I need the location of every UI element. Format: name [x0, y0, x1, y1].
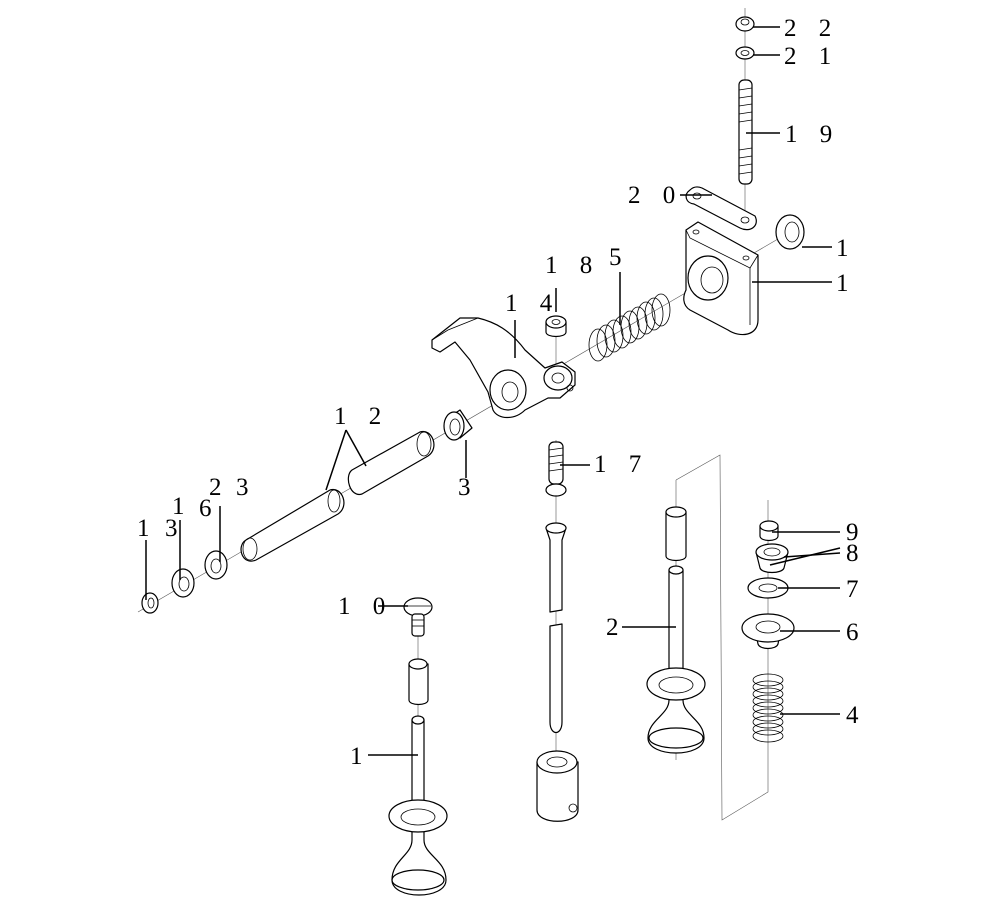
exhaust-valve-part [646, 565, 706, 754]
valve-cap-right-part [665, 506, 687, 562]
valve-screw-part [403, 597, 433, 637]
valve-spring-part [752, 673, 784, 743]
callout-7: 7 [846, 576, 867, 603]
spring-seat-part [741, 613, 795, 650]
callout-1-valve: 1 [350, 743, 371, 770]
callout-3-bushing: 3 [458, 474, 479, 501]
callout-17: 1 7 [594, 451, 649, 478]
washer-large-part [204, 550, 228, 580]
intake-valve-part [388, 715, 448, 896]
callout-5: 5 [609, 244, 630, 271]
rocker-bracket-part [683, 221, 759, 336]
circlip-part [141, 592, 159, 614]
callout-12: 1 2 [334, 403, 389, 430]
callout-labels: 2 2 2 1 1 9 2 0 1 1 1 8 5 1 4 1 2 3 1 7 … [137, 15, 867, 770]
callout-2-valve: 2 [606, 614, 627, 641]
callout-8: 8 [846, 540, 867, 567]
rocker-shaft-part [240, 488, 345, 562]
rocker-shaft-rear-part [347, 430, 435, 495]
callout-21: 2 1 [784, 43, 839, 70]
washer-part [735, 46, 755, 60]
leader-lines [145, 26, 841, 756]
valve-cap-left-part [408, 658, 429, 706]
callout-22: 2 2 [784, 15, 839, 42]
rocker-arm-part [431, 317, 576, 419]
callout-4: 4 [846, 702, 867, 729]
callout-1-ring: 1 [836, 235, 857, 262]
callout-9: 9 [846, 519, 867, 546]
callout-10: 1 0 [338, 593, 393, 620]
rocker-spring-part [588, 293, 671, 362]
callout-13-a: 1 [137, 515, 158, 542]
callout-16-a: 1 [172, 493, 193, 520]
callout-19: 1 9 [785, 121, 840, 148]
callout-23-a: 2 [209, 474, 230, 501]
tappet-part [536, 750, 579, 822]
callout-6: 6 [846, 619, 867, 646]
plate-part [685, 186, 757, 231]
bushing-part [443, 409, 473, 441]
bushing-ring-part [775, 214, 805, 250]
nut-part [735, 16, 755, 32]
spring-washer-part [171, 568, 195, 598]
nut-small-part [545, 315, 567, 338]
callout-14: 1 4 [505, 290, 560, 317]
collet-part [755, 543, 789, 574]
callout-1-bracket: 1 [836, 270, 857, 297]
adjusting-screw-part [545, 441, 567, 497]
callout-20: 2 0 [628, 182, 683, 209]
stud-part [738, 79, 753, 185]
callout-23-b: 3 [236, 474, 257, 501]
callout-18: 1 8 [545, 252, 600, 279]
callout-13-b: 3 [165, 515, 186, 542]
cap-part [759, 520, 779, 542]
push-rod-part [545, 522, 567, 734]
callout-16-b: 6 [199, 495, 220, 522]
